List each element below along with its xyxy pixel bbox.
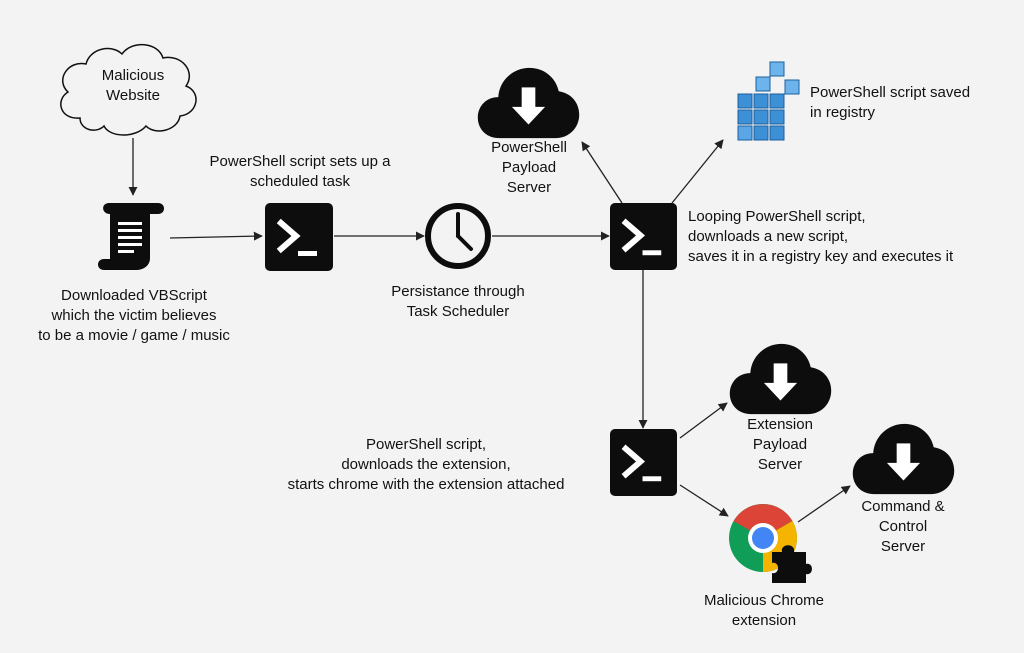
arrow-looping-to-registry bbox=[671, 139, 724, 204]
terminal-icon bbox=[610, 429, 677, 496]
script-scroll-icon bbox=[98, 203, 164, 270]
registry-cubes-icon bbox=[737, 61, 800, 141]
arrow-terminal-to-extension-payload bbox=[679, 402, 728, 439]
puzzle-piece-icon bbox=[772, 545, 812, 583]
cloud-download-icon bbox=[852, 423, 955, 495]
persistence-label: Persistance through Task Scheduler bbox=[391, 283, 525, 320]
cloud-download-icon bbox=[729, 343, 832, 415]
looping-script-label: Looping PowerShell script, downloads a n… bbox=[688, 208, 954, 265]
extension-payload-server-label: Extension Payload Server bbox=[747, 416, 813, 473]
download-extension-label: PowerShell script, downloads the extensi… bbox=[287, 436, 565, 493]
vbscript-label: Downloaded VBScript which the victim bel… bbox=[38, 287, 230, 344]
malicious-chrome-label: Malicious Chrome extension bbox=[703, 592, 825, 629]
arrow-looping-to-ps-payload bbox=[581, 141, 623, 204]
clock-icon bbox=[425, 203, 491, 269]
cloud-download-icon bbox=[477, 67, 580, 139]
scheduled-task-label: PowerShell script sets up a scheduled ta… bbox=[209, 153, 391, 190]
malicious-website-label: Malicious Website bbox=[101, 67, 165, 104]
terminal-icon bbox=[265, 203, 333, 271]
arrow-vbscript-to-terminal bbox=[169, 231, 263, 241]
website-cloud-icon bbox=[60, 44, 197, 136]
registry-saved-label: PowerShell script saved in registry bbox=[810, 84, 971, 121]
cnc-server-label: Command & Control Server bbox=[861, 498, 945, 555]
arrow-chrome-to-cnc bbox=[797, 485, 851, 523]
terminal-icon bbox=[610, 203, 677, 270]
connectors bbox=[128, 138, 851, 523]
ps-payload-server-label: PowerShell Payload Server bbox=[491, 139, 567, 196]
arrow-terminal-to-chrome bbox=[679, 484, 729, 517]
